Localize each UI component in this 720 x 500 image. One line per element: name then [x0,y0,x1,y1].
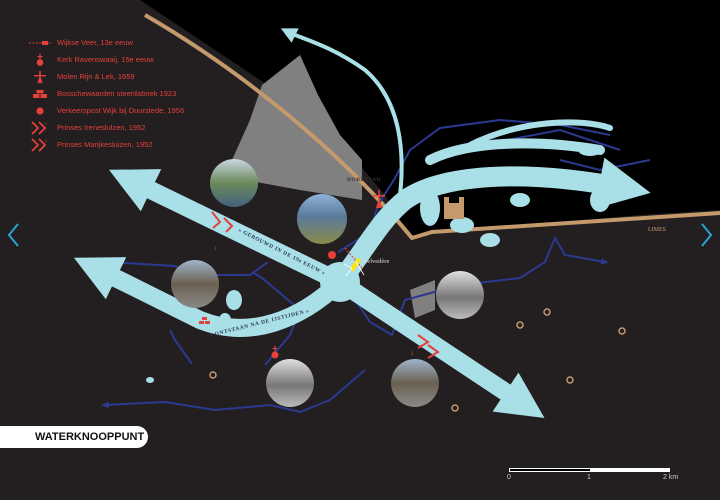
chevron-right-icon [701,223,713,247]
canal-se [331,273,545,418]
legend-label: Molen Rijn & Lek, 1659 [57,72,135,81]
photo-riverbank[interactable] [297,194,347,244]
lock-2-icon[interactable] [417,334,440,359]
legend-item-church: Kerk Ravenswaaij, 15e eeuw [28,51,184,68]
previous-button[interactable] [6,222,22,248]
scale-bar [509,468,670,472]
lock-1-number: 1 [214,247,217,252]
legend-item-marijke-locks: 2 Prinses Marijkesluizen, 1952 [28,136,184,153]
legend-label: Kerk Ravenswaaij, 15e eeuw [57,55,154,64]
legend-item-ferry: Wijkse Veer, 13e eeuw [28,34,184,51]
page-title: WATERKNOOPPUNT [0,426,148,448]
place-label-dorestad: DORESTAD [347,177,381,183]
photo-locks[interactable] [210,159,258,207]
legend-item-windmill: Molen Rijn & Lek, 1659 [28,68,184,85]
traffic-post-marker[interactable] [328,251,336,259]
legend-item-brickworks: Bosschewaarden steenfabriek 1923 [28,85,184,102]
photo-circles [171,159,484,407]
lock-chevron-icon: 2 [28,138,52,152]
photo-church[interactable] [266,359,314,407]
legend: Wijkse Veer, 13e eeuw Kerk Ravenswaaij, … [28,34,184,153]
legend-label: Verkeerspost Wijk bij Duurstede, 1956 [57,106,185,115]
photo-traffic-tower[interactable] [391,359,439,407]
photo-brickworks[interactable] [171,260,219,308]
water-islands [146,144,610,383]
chevron-left-icon [7,223,19,247]
place-label-limes: LIMES [648,227,666,233]
ferry-marker[interactable] [343,247,365,277]
brickworks-icon [28,89,52,98]
windmill-marker[interactable] [373,190,385,208]
lock-chevron-icon: 1 [28,121,52,135]
dorestad-area [232,55,362,200]
legend-item-irene-locks: 1 Prinses Ireneslulzen, 1952 [28,119,184,136]
waterways [73,28,651,418]
windmill-icon [28,70,52,83]
legend-number: 1 [45,121,47,126]
dot-icon [28,106,52,115]
river-w [73,257,349,337]
legend-item-traffic-post: Verkeerspost Wijk bij Duurstede, 1956 [28,102,184,119]
photo-village[interactable] [436,271,484,319]
legend-label: Bosschewaarden steenfabriek 1923 [57,89,177,98]
lock-1-icon[interactable] [211,211,234,233]
lock-2-number: 2 [411,352,414,357]
legend-label: Prinses Ireneslulzen, 1952 [57,123,146,132]
canal-nw [108,169,349,291]
legend-label: Prinses Marijkesluizen, 1952 [57,140,153,149]
church-icon [28,53,52,66]
stream-north [280,28,404,197]
river-ne [330,157,651,292]
scale-label-2: 2 km [663,474,679,481]
next-button[interactable] [698,222,714,248]
brickworks-marker[interactable] [199,317,210,324]
church-marker[interactable] [271,346,279,359]
ferry-line-icon [28,40,52,46]
belvedere-label[interactable]: Belvedère [363,258,389,265]
castle-icon [444,197,464,219]
legend-label: Wijkse Veer, 13e eeuw [57,38,133,47]
industrial-area [410,280,435,318]
scale-label-0: 0 [507,474,511,481]
scale-label-1: 1 [587,474,591,481]
archaeological-site-markers [209,308,626,412]
legend-number: 2 [45,138,47,143]
road [143,13,720,241]
